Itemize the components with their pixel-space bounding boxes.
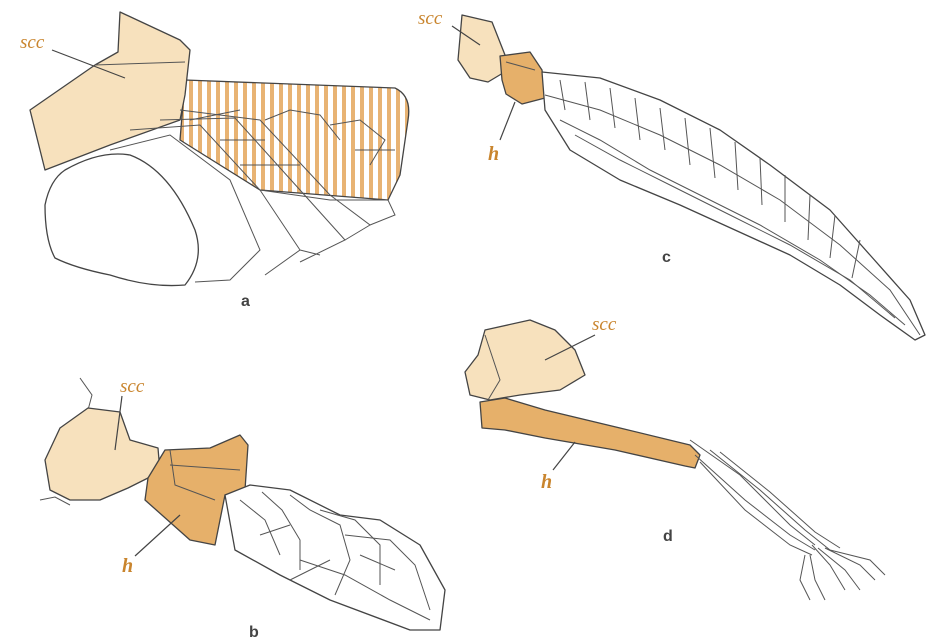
panel-b-h-label: h — [122, 555, 133, 577]
panel-d-limb: scc h — [465, 314, 885, 600]
panel-a-scapulocoracoid — [30, 12, 190, 170]
panel-b-scc-label: scc — [120, 376, 145, 397]
panel-d-letter: d — [663, 528, 673, 545]
panel-c-fin: scc h — [418, 8, 925, 340]
panel-c-letter: c — [662, 249, 671, 266]
panel-d-scapulocoracoid — [465, 320, 585, 400]
panel-d-humerus — [480, 398, 700, 468]
panel-b-scapulocoracoid — [45, 408, 160, 500]
panel-c-scc-label: scc — [418, 8, 443, 29]
panel-a-basal-plate — [45, 154, 198, 286]
panel-c-humerus — [500, 52, 545, 104]
panel-c-scapulocoracoid — [458, 15, 508, 82]
panel-a-fin: scc — [20, 12, 409, 286]
panel-d-scc-label: scc — [592, 314, 617, 335]
panel-a-scc-label: scc — [20, 32, 45, 53]
panel-a-letter: a — [241, 293, 250, 310]
panel-b-fin: scc h — [40, 376, 445, 630]
panel-b-letter: b — [249, 624, 259, 641]
panel-c-h-label: h — [488, 143, 499, 165]
panel-d-h-label: h — [541, 471, 552, 493]
